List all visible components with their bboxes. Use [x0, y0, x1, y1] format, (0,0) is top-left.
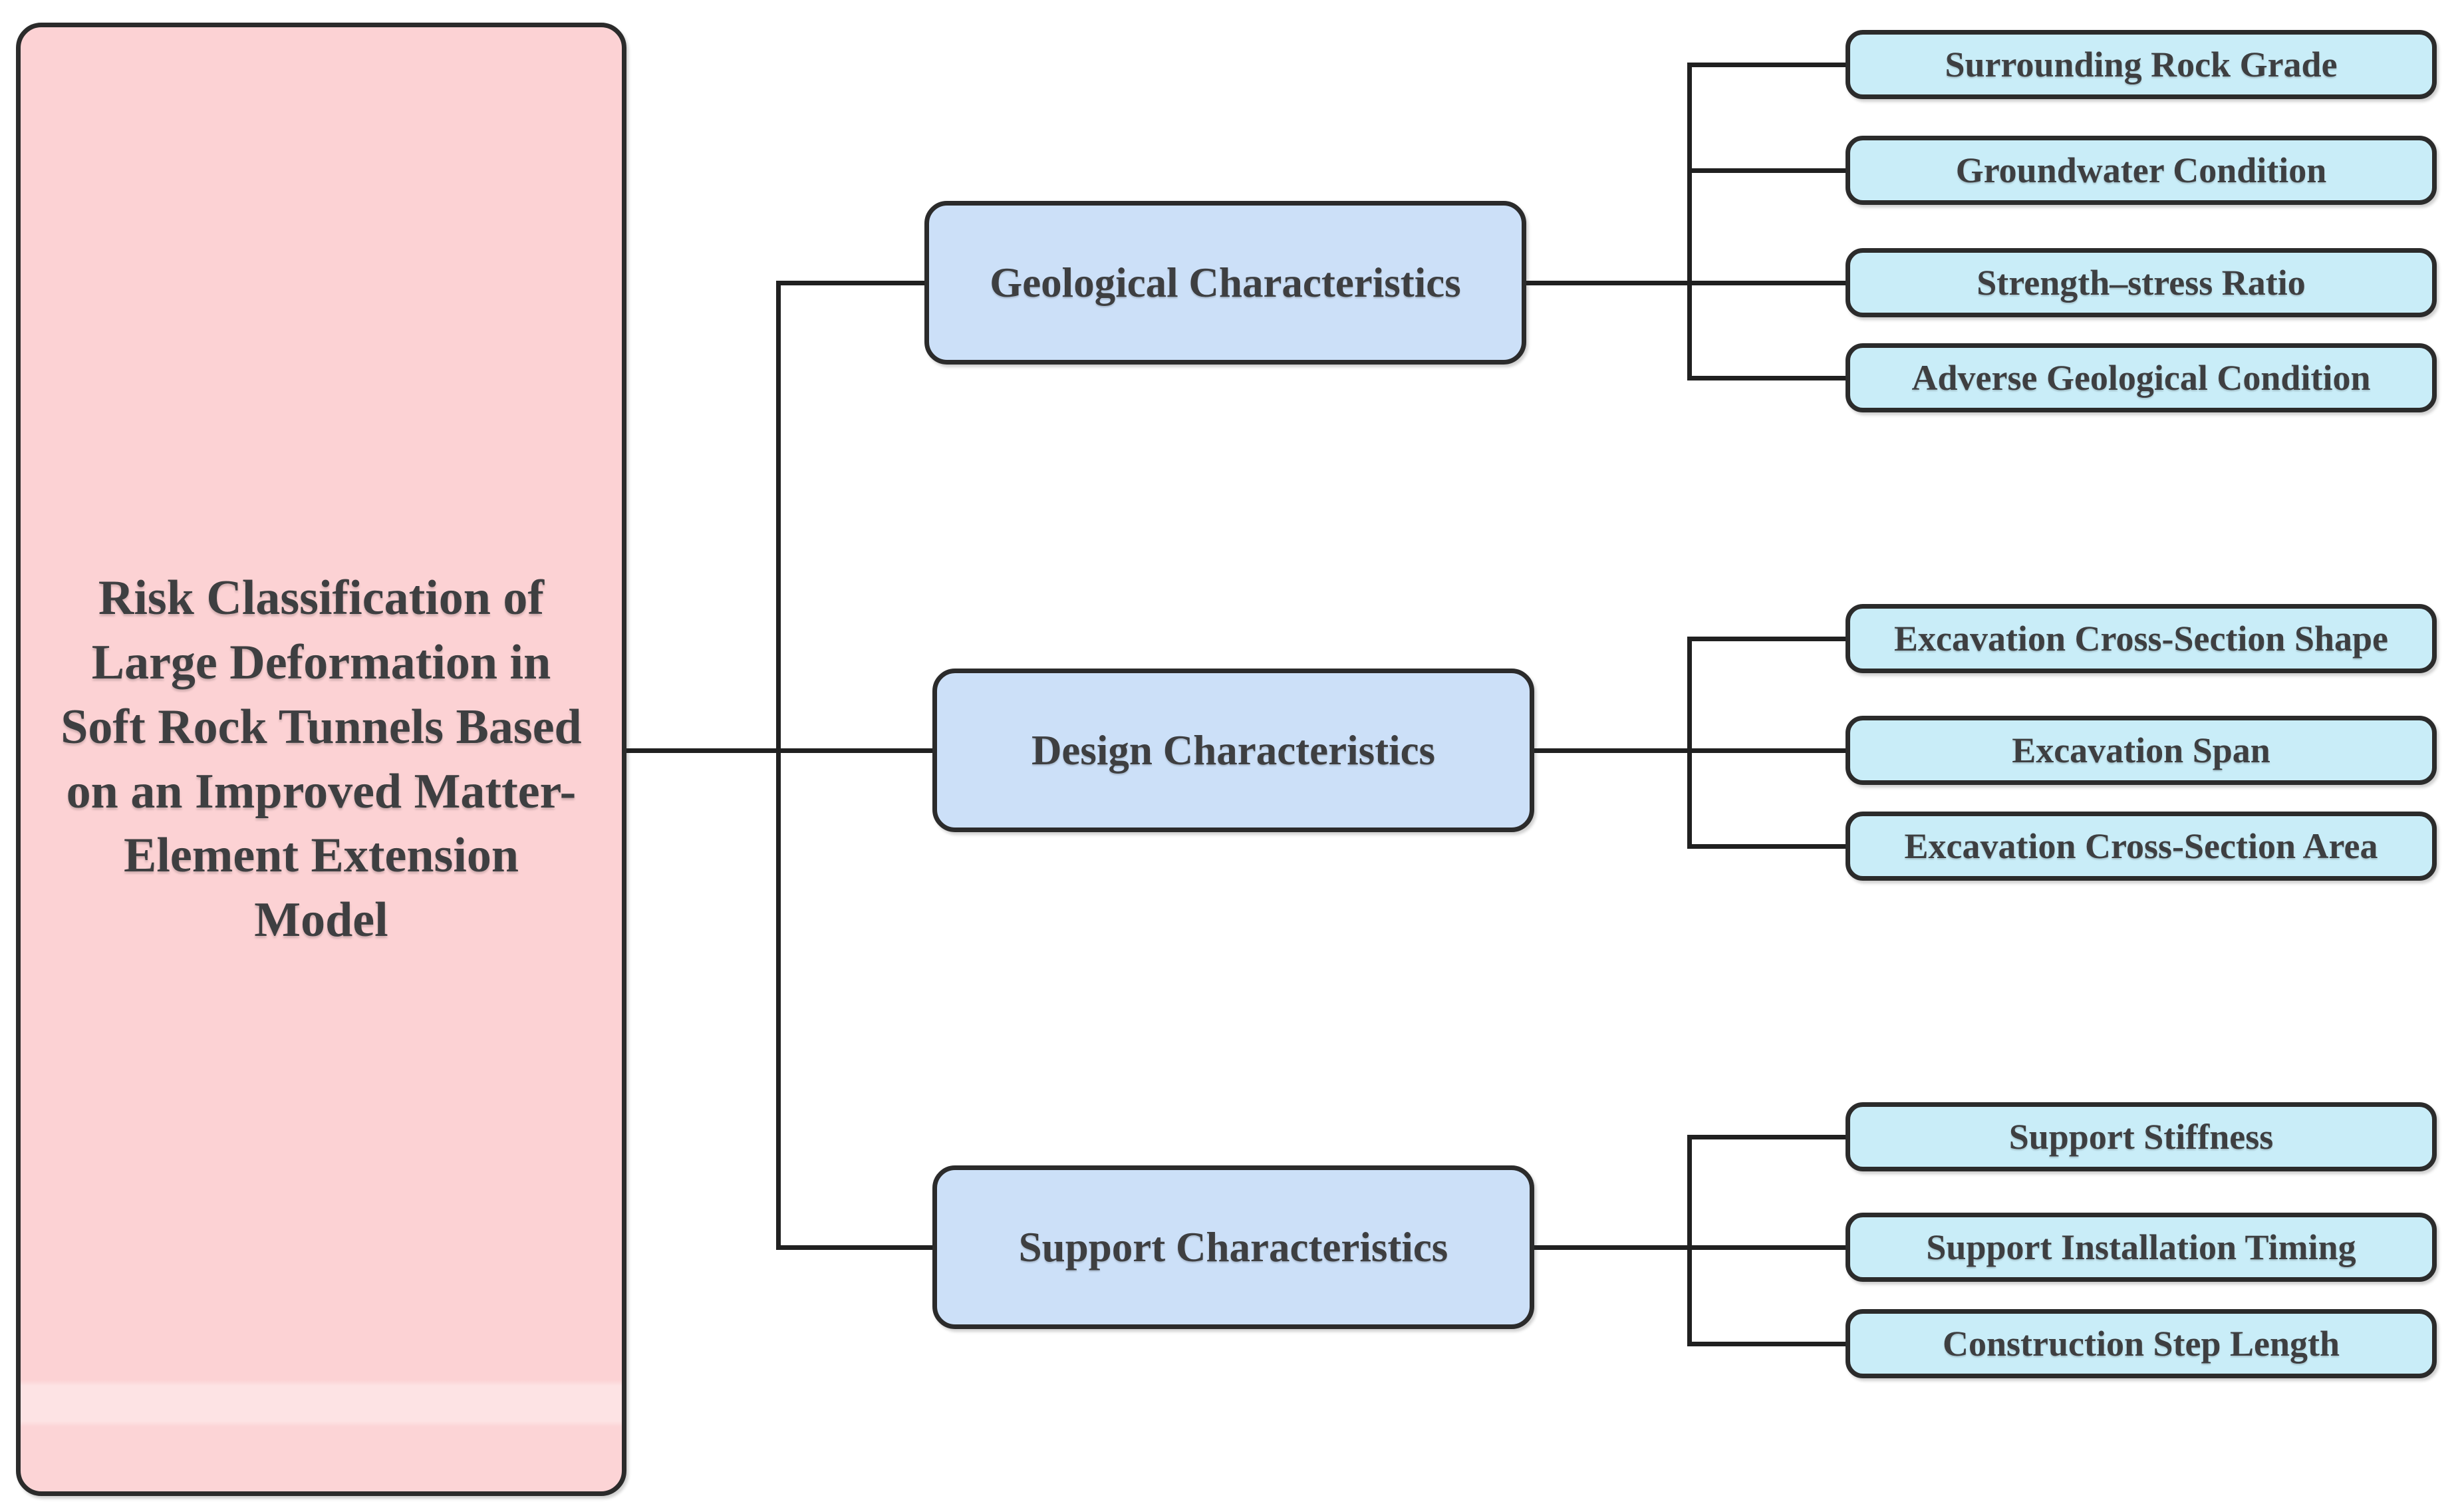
leaf-node-adverse-geological-condition: Adverse Geological Condition — [1846, 343, 2437, 412]
leaf-label: Construction Step Length — [1942, 1324, 2340, 1364]
leaf-label: Groundwater Condition — [1955, 150, 2327, 190]
connector-leaf-stub — [1687, 63, 1846, 67]
connector-leaf-stub — [1687, 168, 1846, 173]
leaf-label: Excavation Cross-Section Shape — [1893, 619, 2389, 659]
connector-support-stub — [1534, 1245, 1689, 1250]
connector-geological-vertical — [1687, 63, 1692, 380]
leaf-label: Excavation Span — [2012, 730, 2270, 770]
connector-leaf-stub — [1687, 637, 1846, 641]
leaf-label: Excavation Cross-Section Area — [1904, 826, 2378, 866]
connector-leaf-stub — [1687, 281, 1846, 285]
connector-leaf-stub — [1687, 1342, 1846, 1346]
leaf-node-excavation-cross-section-shape: Excavation Cross-Section Shape — [1846, 604, 2437, 673]
group-node-design: Design Characteristics — [932, 669, 1534, 832]
group-label: Geological Characteristics — [990, 259, 1461, 306]
leaf-label: Support Stiffness — [2008, 1117, 2274, 1157]
connector-design-vertical — [1687, 637, 1692, 849]
connector-design-stub — [1534, 748, 1689, 753]
connector-leaf-stub — [1687, 748, 1846, 753]
leaf-label: Surrounding Rock Grade — [1945, 45, 2338, 84]
connector-leaf-stub — [1687, 844, 1846, 849]
group-node-support: Support Characteristics — [932, 1165, 1534, 1329]
leaf-label: Support Installation Timing — [1926, 1227, 2356, 1267]
group-node-geological: Geological Characteristics — [924, 201, 1526, 365]
group-label: Support Characteristics — [1018, 1223, 1448, 1271]
connector-main-vertical — [776, 281, 781, 1250]
connector-leaf-stub — [1687, 1245, 1846, 1250]
leaf-node-surrounding-rock-grade: Surrounding Rock Grade — [1846, 30, 2437, 99]
connector-branch-design — [776, 748, 932, 753]
leaf-node-support-stiffness: Support Stiffness — [1846, 1102, 2437, 1171]
leaf-node-support-installation-timing: Support Installation Timing — [1846, 1213, 2437, 1282]
leaf-node-construction-step-length: Construction Step Length — [1846, 1309, 2437, 1378]
leaf-node-groundwater-condition: Groundwater Condition — [1846, 136, 2437, 205]
leaf-node-excavation-cross-section-area: Excavation Cross-Section Area — [1846, 812, 2437, 881]
connector-branch-support — [776, 1245, 932, 1250]
connector-root-trunk — [626, 748, 781, 753]
leaf-node-strength-stress-ratio: Strength–stress Ratio — [1846, 248, 2437, 317]
leaf-node-excavation-span: Excavation Span — [1846, 716, 2437, 785]
connector-branch-geological — [776, 281, 924, 285]
connector-leaf-stub — [1687, 1135, 1846, 1139]
root-node: Risk Classification of Large Deformation… — [16, 23, 626, 1496]
leaf-label: Strength–stress Ratio — [1977, 263, 2306, 303]
leaf-label: Adverse Geological Condition — [1911, 358, 2371, 398]
root-title: Risk Classification of Large Deformation… — [61, 570, 582, 948]
group-label: Design Characteristics — [1031, 726, 1436, 774]
connector-leaf-stub — [1687, 376, 1846, 380]
connector-support-vertical — [1687, 1135, 1692, 1346]
connector-geological-stub — [1526, 281, 1689, 285]
